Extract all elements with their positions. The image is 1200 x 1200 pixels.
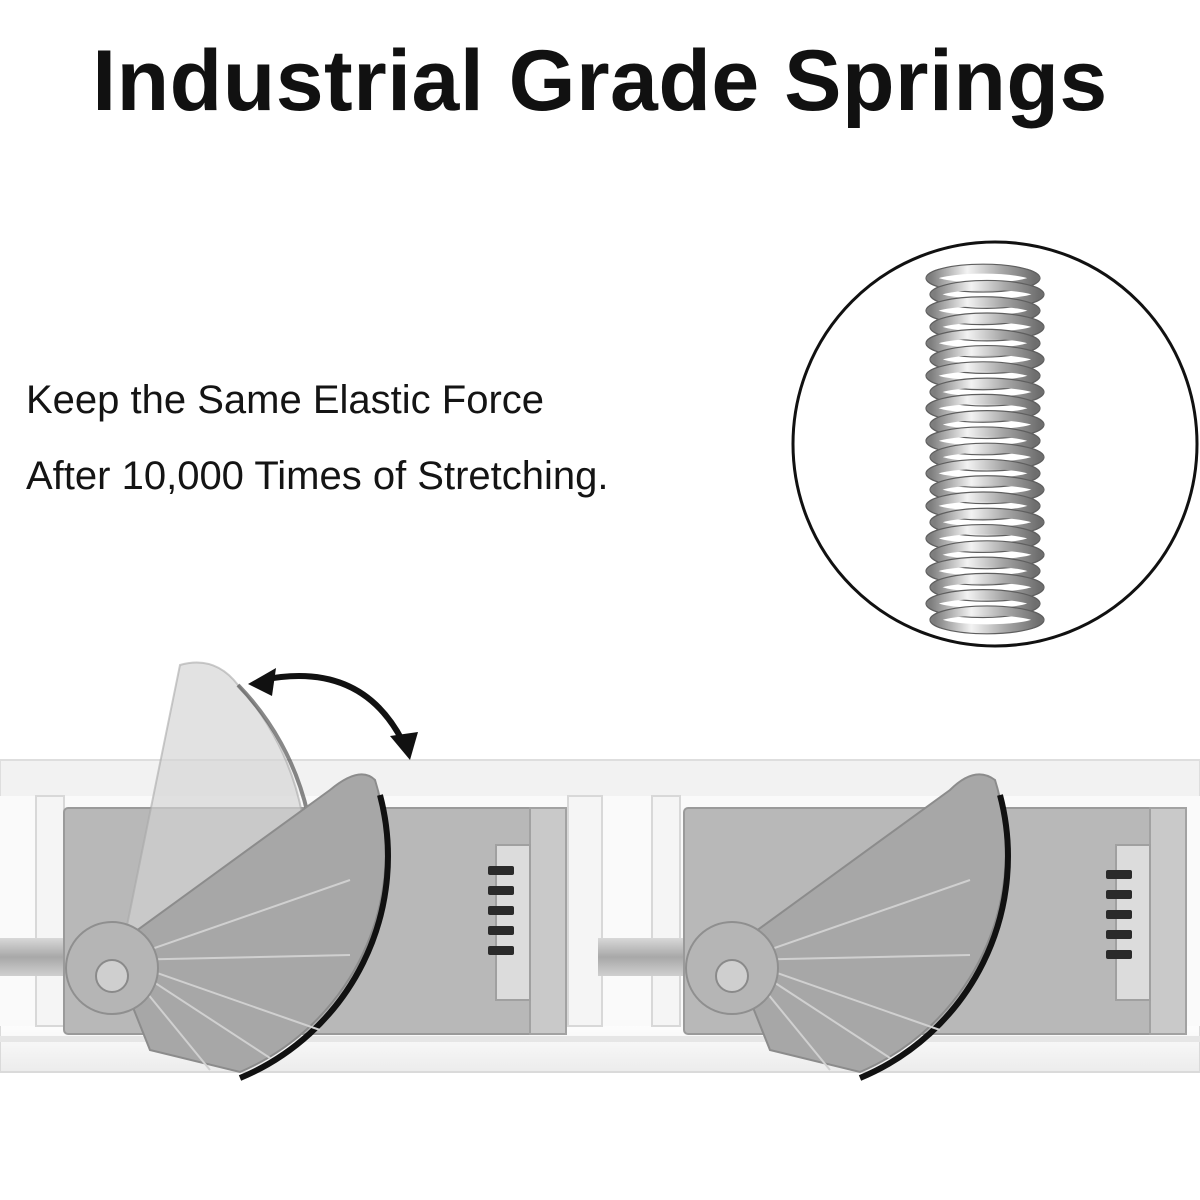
spring-coil-edge [925, 523, 1041, 554]
spring-coil-edge [929, 410, 1045, 440]
spring-coil-edge [929, 377, 1045, 407]
feature-caption: Keep the Same Elastic Force After 10,000… [26, 362, 609, 514]
spring-coil-edge [925, 328, 1041, 358]
spring-coil-edge [925, 361, 1041, 391]
spring-coil-edge [925, 393, 1041, 423]
spring-coil-edge [929, 312, 1045, 342]
clip-holder-right [683, 773, 1187, 1081]
rail-rod [0, 938, 70, 976]
spring-coil-edge [929, 475, 1045, 505]
caption-line-2: After 10,000 Times of Stretching. [26, 454, 609, 498]
curved-double-arrow-icon [248, 668, 418, 760]
spring-coil-edge [929, 540, 1045, 570]
spring-closeup [791, 240, 1199, 648]
spring-coil-edge [925, 458, 1041, 488]
page-title: Industrial Grade Springs [92, 33, 1108, 129]
spring-coil-edge [929, 279, 1045, 309]
spring-coil-edge [929, 344, 1045, 375]
spring-coil-edge [925, 263, 1041, 293]
spring-coil-edge [925, 491, 1041, 521]
spring-coil-edge [929, 605, 1045, 635]
spring-coil-edge [925, 589, 1041, 619]
spring-coil-edge [925, 296, 1041, 326]
spring-coil-edge [925, 426, 1041, 456]
coil-spring-icon [925, 263, 1045, 635]
spring-coil-edge [925, 556, 1041, 586]
spring-coil-edge [929, 507, 1045, 537]
spring-coil-edge [929, 442, 1045, 472]
spring-coil-edge [929, 572, 1045, 602]
clip-holder-left [63, 661, 567, 1081]
spring-coil [930, 606, 1044, 634]
caption-line-1: Keep the Same Elastic Force [26, 378, 545, 422]
